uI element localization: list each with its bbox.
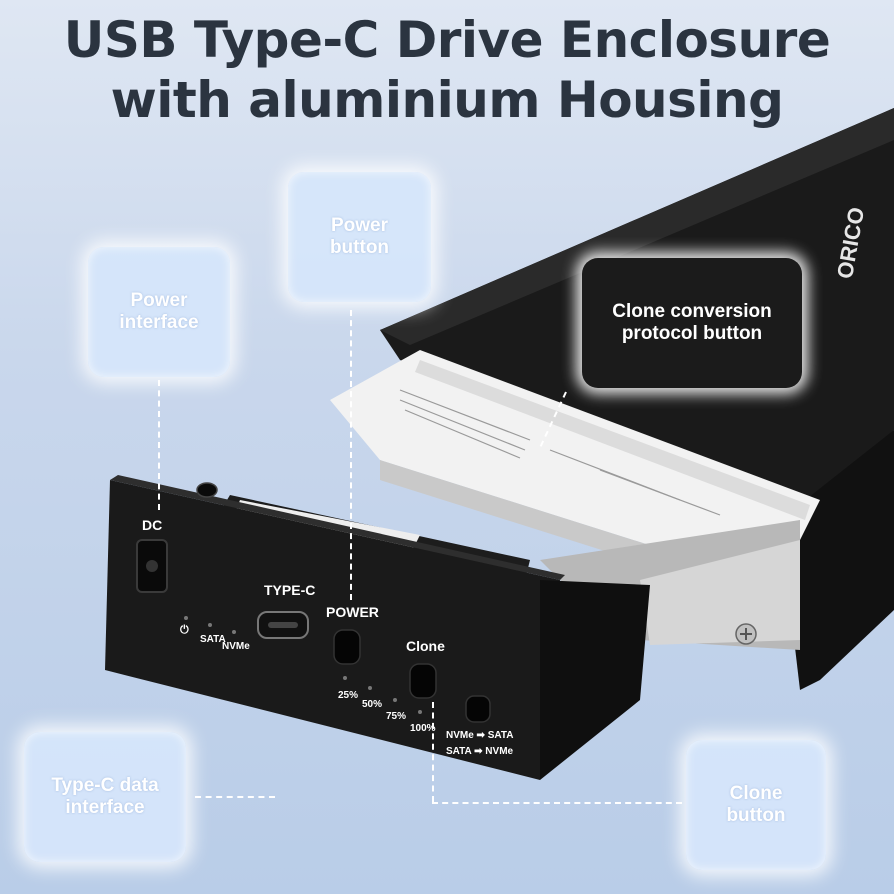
mode-switch <box>465 695 491 723</box>
switch-mode-nvme-to-sata: NVMe ➡ SATA <box>446 730 514 741</box>
page-title: USB Type-C Drive Enclosure with aluminiu… <box>0 10 894 130</box>
callout-power-button-line1: Power <box>330 215 389 236</box>
callout-clone-button: Clone button <box>686 740 826 870</box>
clone-button <box>409 663 437 699</box>
leader-clone-button-h <box>432 802 682 804</box>
power-label: POWER <box>326 604 379 620</box>
callout-clone-protocol-line1: Clone conversion <box>612 301 772 322</box>
power-button <box>333 629 361 665</box>
title-line-2: with aluminium Housing <box>110 71 784 129</box>
led-label-power: ⏻ <box>180 624 189 636</box>
dc-label: DC <box>142 517 163 533</box>
callout-typec-interface-line2: interface <box>65 797 145 818</box>
callout-clone-protocol: Clone conversion protocol button <box>582 258 802 388</box>
callout-typec-interface: Type-C data interface <box>24 732 186 862</box>
leader-power-interface <box>158 380 160 510</box>
callout-power-interface-line2: interface <box>119 312 199 333</box>
progress-label-25: 25% <box>338 690 359 701</box>
progress-label-50: 50% <box>362 699 383 710</box>
callout-power-button-line2: button <box>329 237 390 258</box>
led-label-sata: SATA <box>200 634 226 645</box>
front-panel <box>105 480 560 780</box>
clone-label: Clone <box>406 638 445 654</box>
leader-clone-button-v <box>432 702 434 802</box>
callout-clone-button-line1: Clone <box>729 783 783 804</box>
leader-power-button <box>350 310 352 600</box>
progress-label-100: 100% <box>410 723 436 734</box>
title-line-1: USB Type-C Drive Enclosure <box>63 11 831 69</box>
leader-typec <box>195 796 275 798</box>
callout-power-button: Power button <box>288 172 431 302</box>
progress-label-75: 75% <box>386 711 407 722</box>
callout-power-interface: Power interface <box>88 247 230 377</box>
callout-clone-protocol-line2: protocol button <box>621 323 763 344</box>
hard-drive <box>330 350 820 580</box>
switch-mode-sata-to-nvme: SATA ➡ NVMe <box>446 746 514 757</box>
led-label-nvme: NVMe <box>222 641 250 652</box>
typec-label: TYPE-C <box>264 582 316 598</box>
callout-power-interface-line1: Power <box>130 290 188 311</box>
callout-typec-interface-line1: Type-C data <box>51 775 159 796</box>
callout-clone-button-line2: button <box>726 805 786 826</box>
